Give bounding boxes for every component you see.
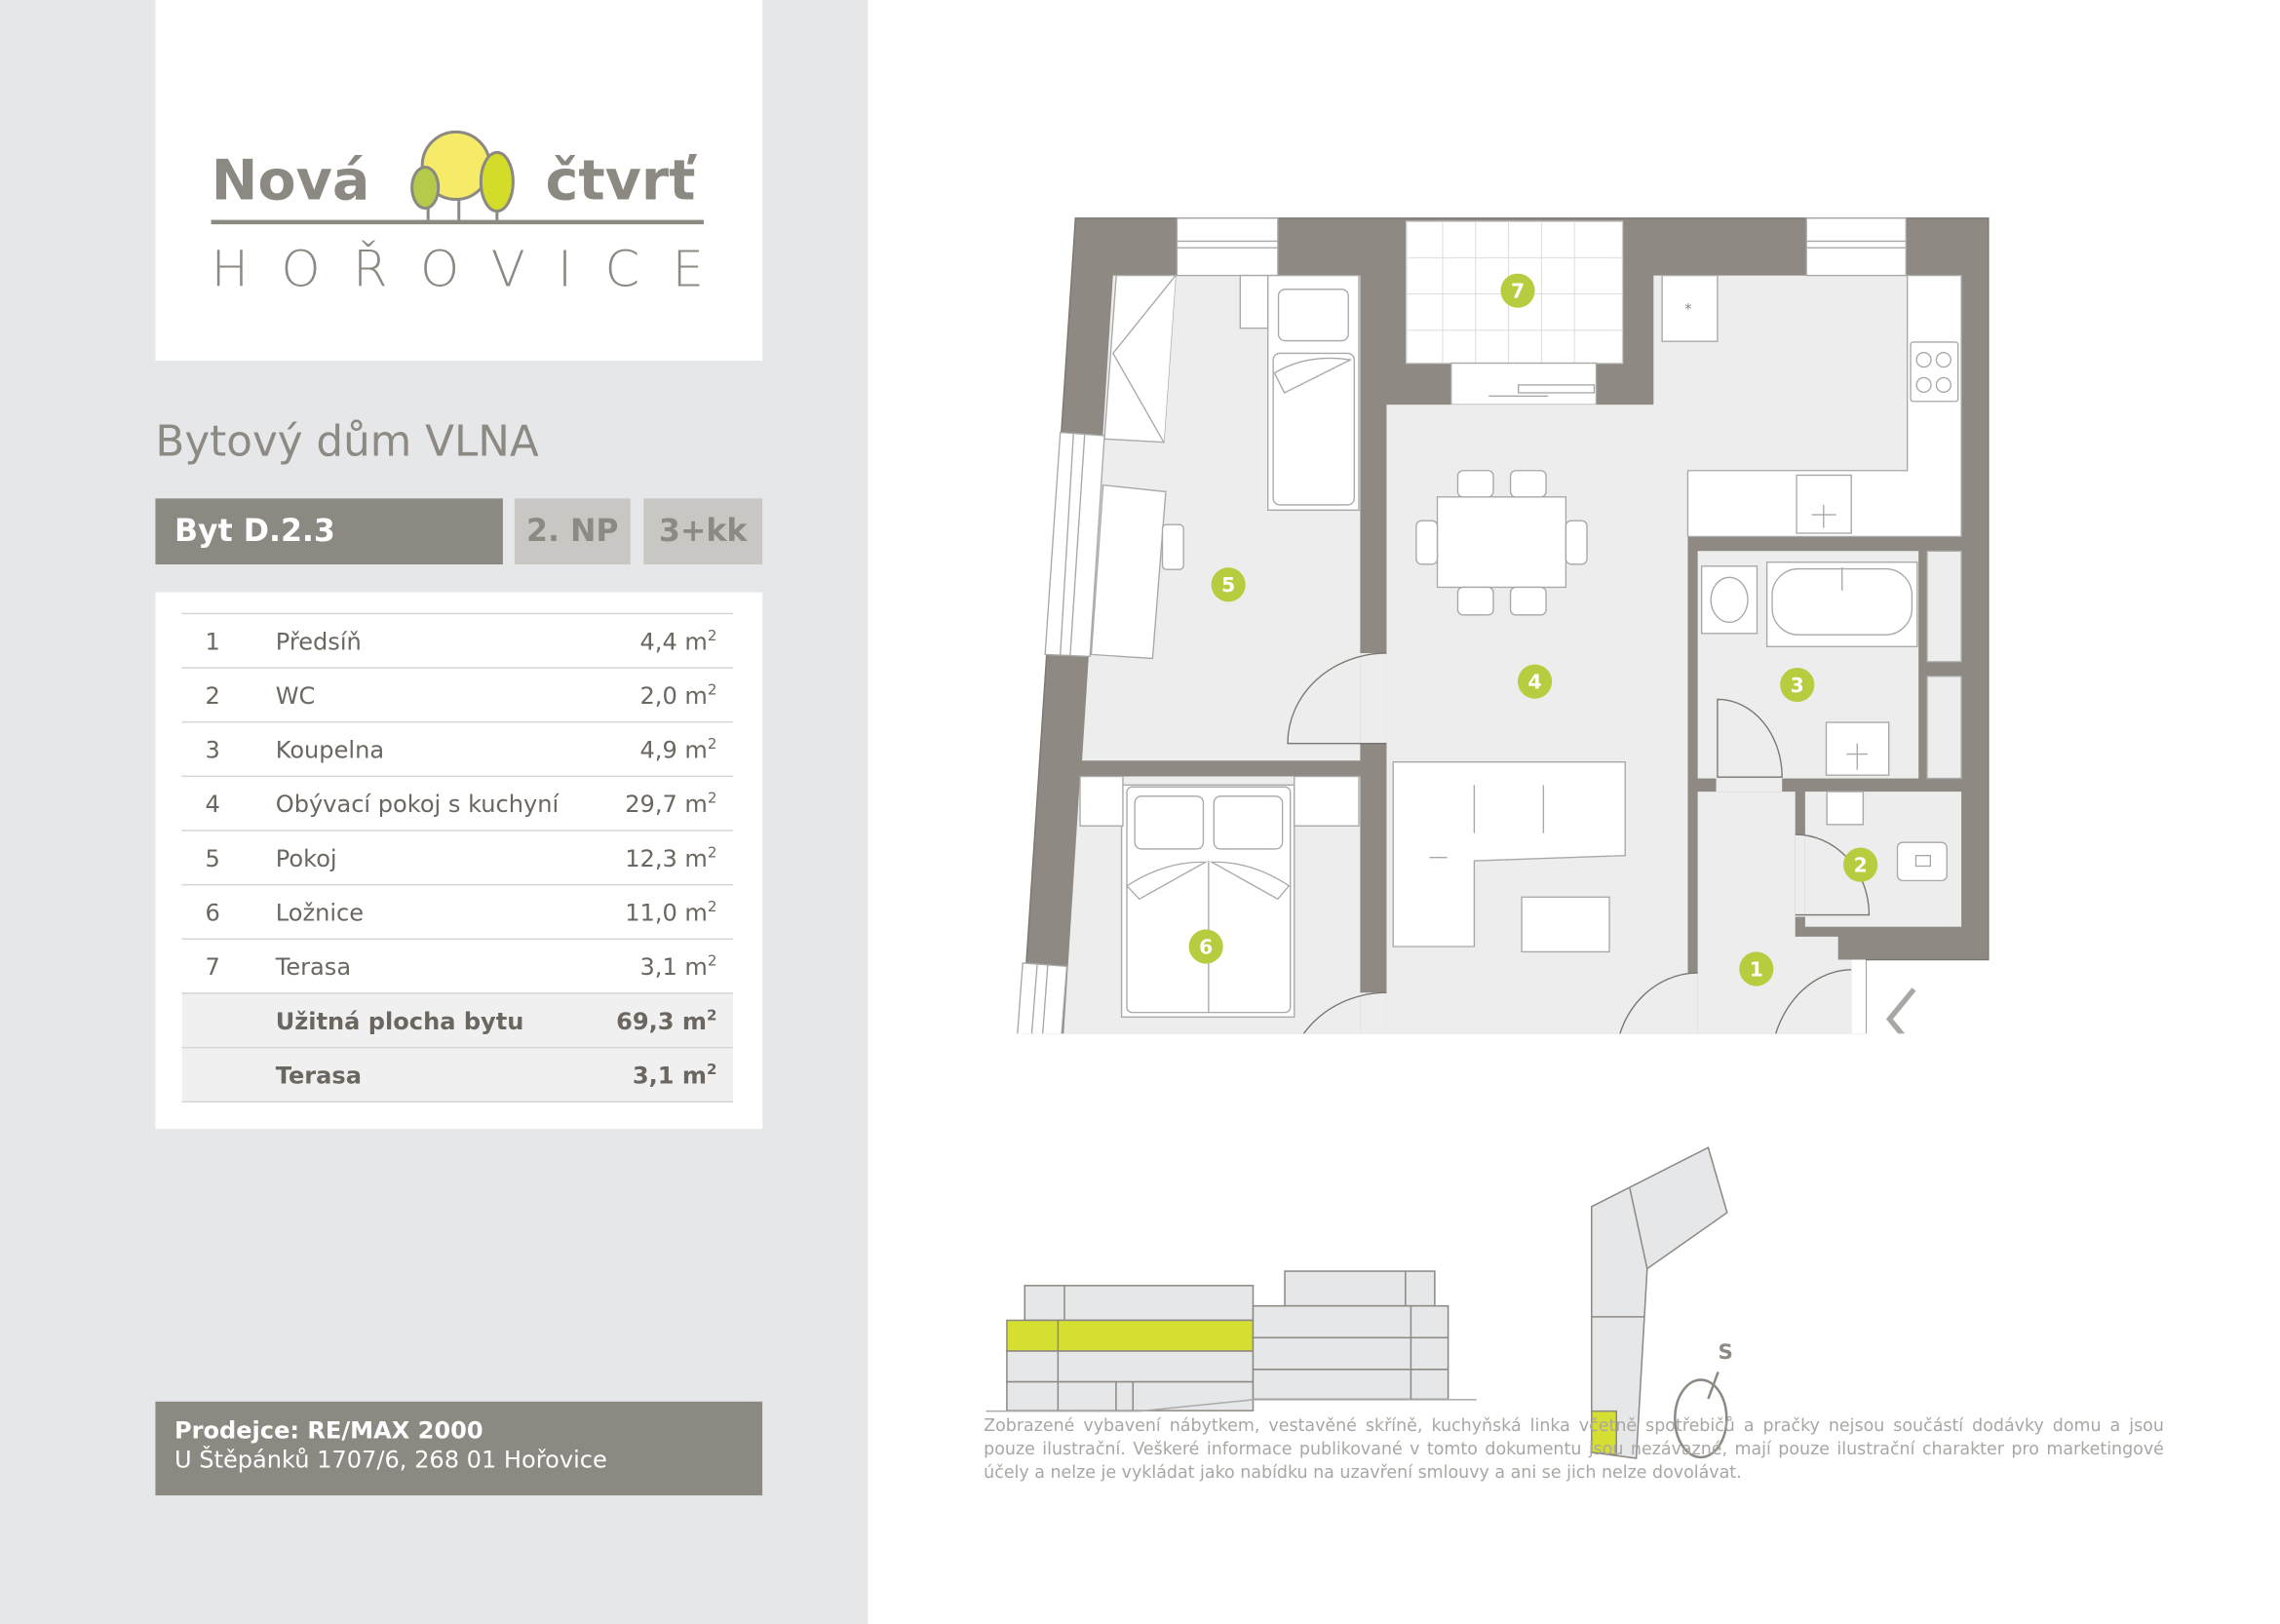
building-location-diagram: S: [985, 1146, 1732, 1459]
room-area: 12,3 m2: [625, 844, 733, 872]
room-1-floor: [1697, 792, 1852, 1034]
table-total-row: Terasa 3,1 m2: [181, 1046, 734, 1103]
room-marker-5: 5: [1211, 567, 1246, 602]
unit-exponent: 2: [707, 627, 717, 644]
trees-icon: [410, 130, 515, 220]
furniture: *: [1079, 274, 1962, 1019]
area-value: 3,1 m: [632, 1061, 707, 1089]
svg-text:*: *: [1684, 300, 1691, 318]
area-value: 11,0 m: [625, 898, 708, 926]
room-marker-4: 4: [1518, 664, 1553, 699]
room-number: 4: [205, 789, 220, 818]
room-number-markers: 7 5 4 3 2 6 1: [1188, 273, 1878, 986]
room-name: Koupelna: [275, 735, 385, 763]
table-row: 6 Ložnice 11,0 m2: [181, 883, 734, 939]
area-value: 4,4 m: [639, 626, 708, 655]
floor-plan: * 7 5 4 3 2: [1017, 217, 1990, 1034]
room-name: Předsíň: [275, 626, 362, 655]
apartment-layout: 3+kk: [643, 498, 763, 565]
area-value: 69,3 m: [616, 1006, 707, 1035]
seller-name: Prodejce: RE/MAX 2000: [174, 1415, 483, 1445]
room-number: 5: [205, 843, 220, 872]
svg-text:4: 4: [1528, 671, 1542, 694]
room-area: 4,9 m2: [639, 735, 733, 763]
seller-address: U Štěpánků 1707/6, 268 01 Hořovice: [174, 1445, 607, 1474]
room-area: 3,1 m2: [639, 952, 733, 981]
room-number: 1: [205, 626, 220, 655]
svg-text:6: 6: [1199, 935, 1213, 958]
total-name: Užitná plocha bytu: [275, 1006, 524, 1035]
svg-text:7: 7: [1511, 280, 1525, 303]
entrance-chevron-icon: [1885, 987, 1916, 1034]
logo-text-city: HOŘOVICE: [212, 239, 704, 298]
area-value: 29,7 m: [625, 789, 708, 818]
unit-exponent: 2: [707, 952, 717, 970]
compass-label: S: [1718, 1340, 1732, 1365]
table-row: 3 Koupelna 4,9 m2: [181, 720, 734, 776]
area-value: 4,9 m: [639, 735, 708, 763]
room-name: Pokoj: [275, 843, 337, 872]
logo-text-left: Nová: [212, 149, 370, 213]
room-number: 6: [205, 898, 220, 926]
table-row: 5 Pokoj 12,3 m2: [181, 830, 734, 884]
logo-text-right: čtvrť: [545, 149, 697, 213]
unit-exponent: 2: [707, 790, 717, 807]
building-elevation: [985, 1270, 1476, 1412]
site-plan: [1590, 1146, 1727, 1459]
table-row: 1 Předsíň 4,4 m2: [181, 612, 734, 668]
seller-box: Prodejce: RE/MAX 2000 U Štěpánků 1707/6,…: [155, 1401, 763, 1496]
svg-text:3: 3: [1791, 674, 1804, 697]
room-name: Terasa: [275, 951, 352, 981]
total-name: Terasa: [275, 1061, 362, 1089]
unit-exponent: 2: [707, 844, 717, 862]
room-number: 7: [205, 951, 220, 981]
table-total-row: Užitná plocha bytu 69,3 m2: [181, 992, 734, 1047]
room-marker-2: 2: [1843, 847, 1878, 882]
highlighted-unit: [1590, 1410, 1617, 1456]
room-name: WC: [275, 680, 316, 710]
table-row: 4 Obývací pokoj s kuchyní 29,7 m2: [181, 775, 734, 831]
room-marker-1: 1: [1739, 951, 1774, 986]
apartment-floor: 2. NP: [514, 498, 631, 565]
unit-exponent: 2: [707, 736, 717, 753]
room-name: Obývací pokoj s kuchyní: [275, 789, 560, 818]
unit-exponent: 2: [707, 681, 717, 699]
highlighted-floor: [1005, 1319, 1254, 1352]
disclaimer-text: Zobrazené vybavení nábytkem, vestavěné s…: [984, 1414, 2164, 1483]
unit-exponent: 2: [707, 899, 717, 915]
room-name: Ložnice: [275, 898, 365, 926]
svg-text:1: 1: [1750, 957, 1763, 981]
room-area: 29,7 m2: [625, 790, 733, 818]
room-area: 2,0 m2: [639, 681, 733, 710]
apartment-name: Byt D.2.3: [155, 498, 503, 565]
room-number: 3: [205, 735, 220, 763]
room-area: 4,4 m2: [639, 627, 733, 655]
area-value: 12,3 m: [625, 843, 708, 872]
table-row: 7 Terasa 3,1 m2: [181, 938, 734, 993]
svg-text:5: 5: [1221, 573, 1235, 597]
compass-icon: [1673, 1371, 1727, 1459]
building-title: Bytový dům VLNA: [155, 416, 539, 467]
room-marker-3: 3: [1780, 667, 1815, 703]
room-marker-6: 6: [1188, 929, 1223, 964]
unit-exponent: 2: [706, 1007, 717, 1025]
room-marker-7: 7: [1500, 273, 1535, 308]
room-area: 11,0 m2: [625, 898, 733, 926]
unit-exponent: 2: [706, 1062, 717, 1078]
room-number: 2: [205, 680, 220, 710]
logo: Nová čtvrť HOŘOVICE: [155, 0, 763, 361]
total-area: 69,3 m2: [616, 1006, 733, 1034]
area-value: 3,1 m: [639, 951, 708, 981]
area-value: 2,0 m: [639, 680, 708, 710]
total-area: 3,1 m2: [633, 1061, 733, 1089]
svg-text:2: 2: [1854, 854, 1868, 877]
